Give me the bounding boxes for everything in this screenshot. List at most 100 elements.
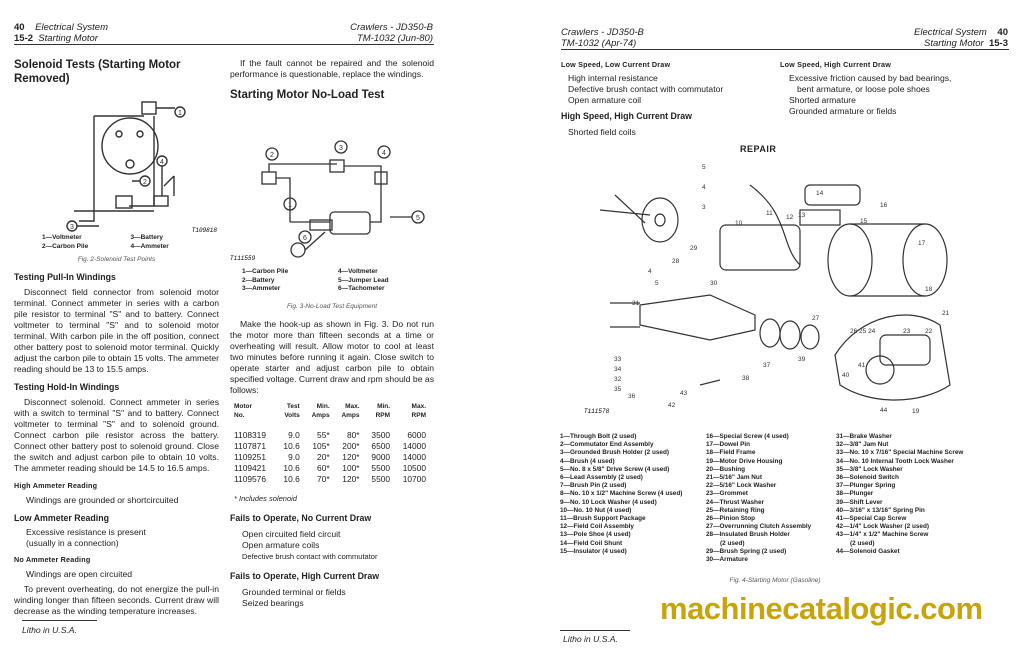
- header-rule: [561, 49, 1009, 50]
- manual: TM-1032 (Jun-80): [356, 33, 433, 44]
- footer: Litho in U.S.A.: [22, 625, 77, 636]
- part-item: 13—Pole Shoe (4 used): [560, 531, 631, 539]
- part-item: 14—Field Coil Shunt: [560, 539, 623, 547]
- part-item: 17—Dowel Pin: [706, 441, 751, 449]
- svg-text:23: 23: [903, 328, 911, 335]
- table-cell: 3500: [371, 429, 391, 440]
- table-cell: 200*: [342, 440, 360, 451]
- list-item: Seized bearings: [242, 597, 304, 608]
- part-item: (2 used): [850, 539, 875, 547]
- part-item: 8—No. 10 x 1/2" Machine Screw (4 used): [560, 490, 683, 498]
- part-item: 15—Insulator (4 used): [560, 547, 627, 555]
- svg-text:28: 28: [672, 258, 680, 265]
- part-item: 39—Shift Lever: [836, 498, 883, 506]
- col-header: Max.Amps: [341, 402, 360, 419]
- no-load-text: Make the hook-up as shown in Fig. 3. Do …: [230, 318, 434, 395]
- svg-text:27: 27: [812, 315, 820, 322]
- svg-text:41: 41: [858, 362, 866, 369]
- svg-text:5: 5: [702, 164, 706, 171]
- part-item: 32—3/8" Jam Nut: [836, 441, 889, 449]
- svg-text:4: 4: [702, 184, 706, 191]
- machine: Crawlers - JD350-B: [350, 22, 433, 33]
- svg-text:40: 40: [842, 372, 850, 379]
- part-item: 23—Grommet: [706, 490, 748, 498]
- svg-text:26 25 24: 26 25 24: [850, 328, 876, 335]
- parts-list-col-1: 1—Through Bolt (2 used)2—Commutator End …: [560, 433, 705, 556]
- table-cell: 60*: [317, 462, 330, 473]
- no-reading-title: No Ammeter Reading: [14, 555, 91, 565]
- hold-in-text: Disconnect solenoid. Connect ammeter in …: [14, 397, 219, 474]
- section: Electrical System: [914, 27, 987, 38]
- no-current-title: Fails to Operate, No Current Draw: [230, 512, 372, 523]
- part-item: 34—No. 10 Internal Tooth Lock Washer: [836, 457, 954, 465]
- svg-text:1: 1: [288, 202, 292, 209]
- col-header: Min.RPM: [375, 402, 391, 419]
- table-cell: 55*: [317, 429, 330, 440]
- legend-item: 4—Voltmeter: [338, 268, 378, 275]
- low-reading-text: Excessive resistance is present (usually…: [26, 527, 146, 549]
- no-current-list: Open circuited field circuit Open armatu…: [230, 529, 434, 562]
- table-cell: 14000: [402, 451, 426, 462]
- high-current-title: Fails to Operate, High Current Draw: [230, 570, 380, 581]
- svg-text:21: 21: [942, 310, 950, 317]
- part-item: 25—Retaining Ring: [706, 506, 765, 514]
- part-item: 16—Special Screw (4 used): [706, 433, 789, 440]
- page-number: 40: [14, 22, 25, 33]
- pull-in-title: Testing Pull-In Windings: [14, 272, 116, 283]
- manual: TM-1032 (Apr-74): [561, 38, 637, 49]
- part-item: 21—5/16" Jam Nut: [706, 474, 762, 482]
- table-cell: 14000: [402, 440, 426, 451]
- svg-text:31: 31: [632, 300, 640, 307]
- table-cell: 20*: [317, 451, 330, 462]
- sub-number: 15-3: [988, 38, 1008, 49]
- footer-rule: [560, 630, 630, 631]
- legend-item: 3—Ammeter: [242, 285, 281, 293]
- svg-text:44: 44: [880, 407, 888, 414]
- table-cell: 1109576: [234, 473, 266, 484]
- table-cell: 6500: [371, 440, 391, 451]
- legend-item: 4—Ammeter: [130, 242, 169, 250]
- part-item: 5—No. 8 x 5/8" Drive Screw (4 used): [560, 465, 670, 473]
- part-item: 36—Solenoid Switch: [836, 474, 899, 482]
- right-header-right: Electrical System 40 Starting Motor 15-3: [820, 27, 1008, 49]
- list-item: Open circuited field circuit: [242, 528, 341, 539]
- table-cell: 120*: [342, 451, 360, 462]
- no-reading-text: Windings are open circuited: [26, 569, 133, 580]
- svg-text:36: 36: [628, 393, 636, 400]
- list-item: High internal resistance: [568, 73, 658, 83]
- part-item: 4—Brush (4 used): [560, 457, 615, 465]
- low-reading-title: Low Ammeter Reading: [14, 513, 109, 524]
- left-header-right: Crawlers - JD350-B TM-1032 (Jun-80): [300, 22, 433, 44]
- svg-text:4: 4: [648, 268, 652, 275]
- right-header: Crawlers - JD350-B TM-1032 (Apr-74): [561, 27, 644, 49]
- svg-text:39: 39: [798, 356, 806, 363]
- table-cell: 10.6: [283, 473, 300, 484]
- part-item: 44—Solenoid Gasket: [836, 547, 900, 555]
- svg-text:43: 43: [680, 390, 688, 397]
- svg-text:16: 16: [880, 202, 888, 209]
- part-item: 28—Insulated Brush Holder: [706, 531, 790, 539]
- section: Electrical System: [35, 22, 108, 33]
- table-cell: 105*: [312, 440, 330, 451]
- warning-text: To prevent overheating, do not energize …: [14, 584, 219, 617]
- part-item: 1—Through Bolt (2 used): [560, 433, 637, 440]
- low-high-title: Low Speed, High Current Draw: [780, 60, 892, 69]
- svg-text:15: 15: [860, 218, 868, 225]
- table-cell: 10.6: [283, 440, 300, 451]
- low-low-section: Low Speed, Low Current Draw High interna…: [561, 60, 776, 138]
- list-item: Excessive friction caused by bad bearing…: [789, 73, 952, 83]
- part-item: 24—Thrust Washer: [706, 498, 765, 506]
- svg-text:35: 35: [614, 386, 622, 393]
- col-header: Min.Amps: [311, 402, 330, 419]
- table-cell: 9.0: [288, 451, 300, 462]
- svg-text:17: 17: [918, 240, 926, 247]
- svg-text:22: 22: [925, 328, 933, 335]
- no-load-title: Starting Motor No-Load Test: [230, 89, 385, 101]
